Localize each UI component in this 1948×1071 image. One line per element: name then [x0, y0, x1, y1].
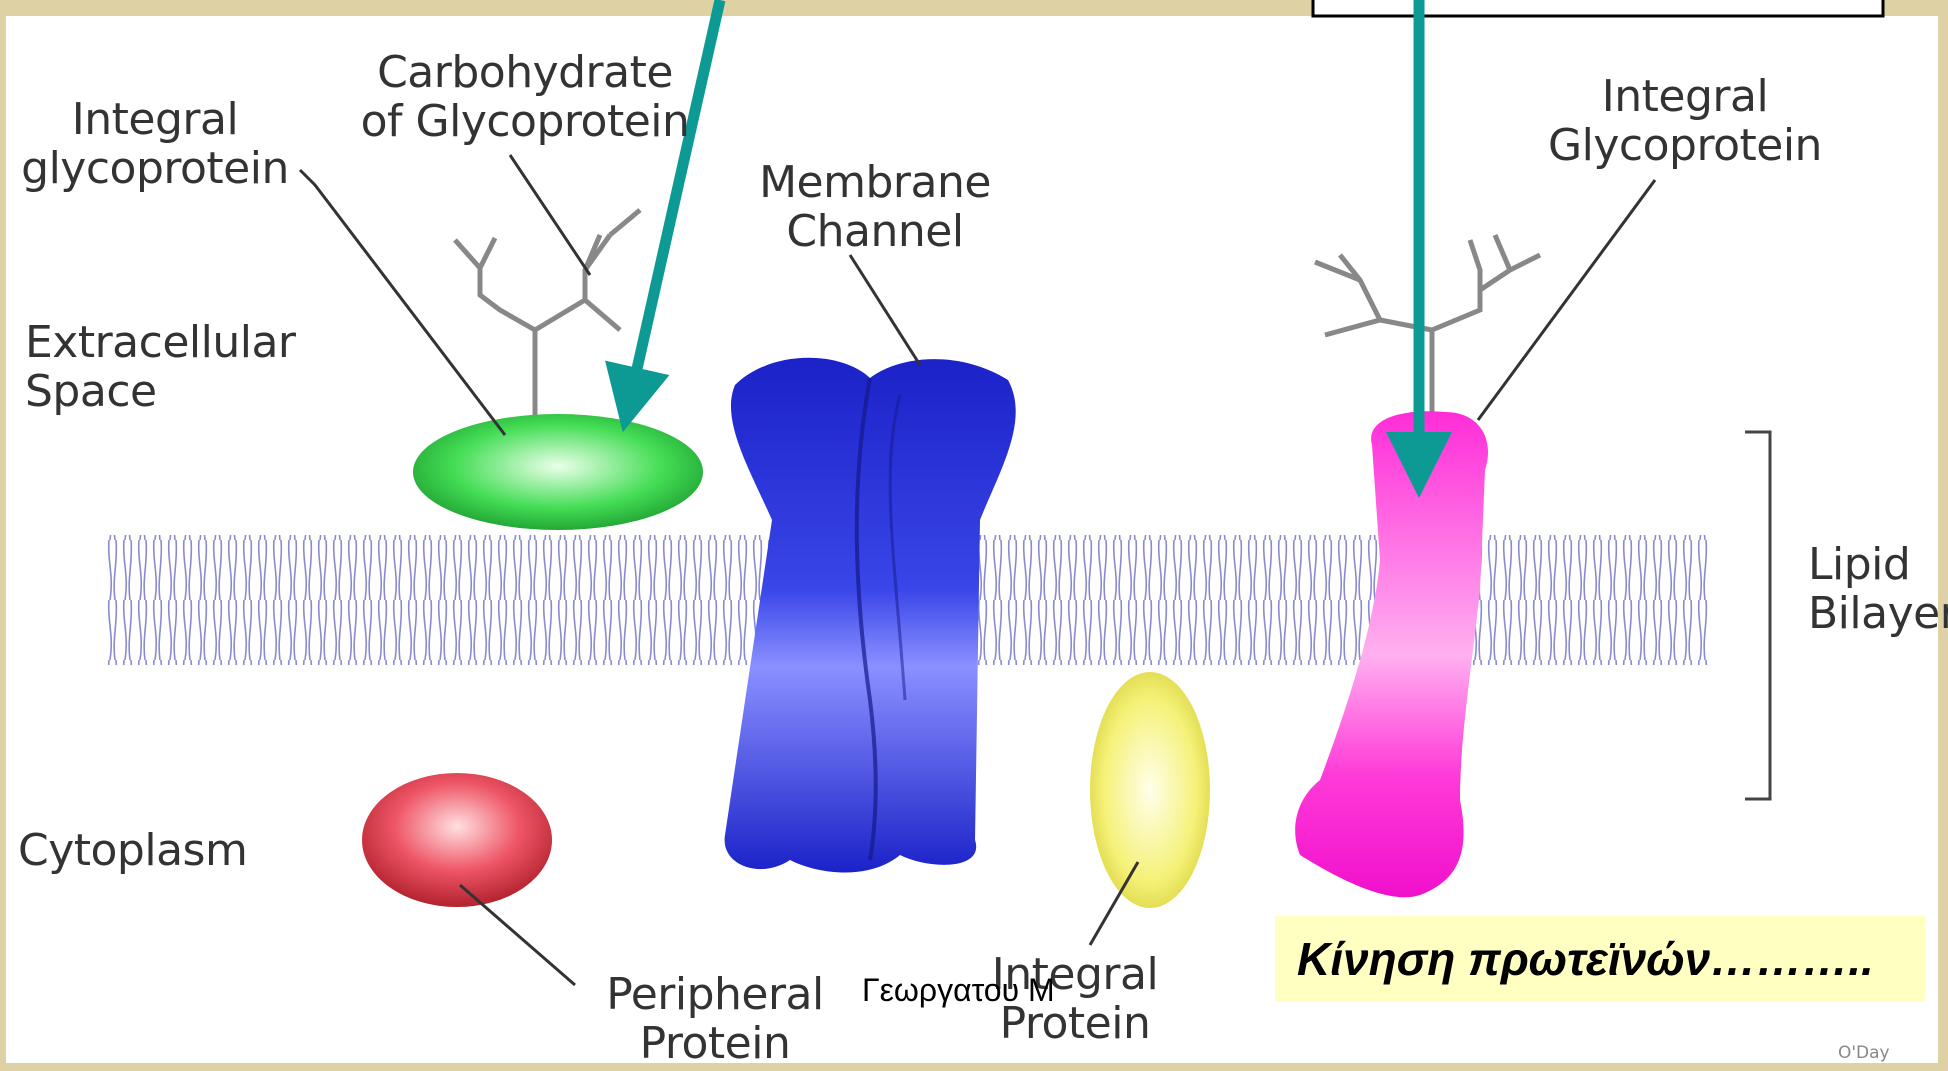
label-line: Protein	[585, 1019, 845, 1068]
label-line: of Glycoprotein	[350, 97, 700, 146]
carbohydrate-chain-left	[455, 210, 640, 418]
slide-right-border	[1938, 0, 1948, 1071]
slide-bottom-border	[0, 1063, 1948, 1071]
membrane-channel	[725, 358, 1016, 873]
label-integral-glycoprotein-right: Integral Glycoprotein	[1535, 72, 1835, 171]
label-extracellular-space: Extracellular Space	[25, 318, 296, 417]
label-line: Integral	[1535, 72, 1835, 121]
label-carbohydrate: Carbohydrate of Glycoprotein	[350, 48, 700, 147]
top-box-remnant	[1313, 0, 1883, 16]
caption-protein-movement: Κίνηση πρωτεϊνών………..	[1275, 916, 1925, 1002]
label-line: Lipid	[1808, 540, 1948, 589]
label-line: Integral	[10, 95, 300, 144]
label-lipid-bilayer: Lipid Bilayer	[1808, 540, 1948, 639]
integral-protein-yellow	[1090, 672, 1210, 908]
carbohydrate-chain-right	[1315, 235, 1540, 420]
label-cytoplasm: Cytoplasm	[18, 826, 247, 875]
label-line: glycoprotein	[10, 144, 300, 193]
lipid-bilayer-bracket	[1745, 432, 1770, 799]
label-line: Space	[25, 367, 296, 416]
label-line: Channel	[740, 207, 1010, 256]
image-credit: O'Day	[1838, 1043, 1890, 1063]
label-integral-glycoprotein-left: Integral glycoprotein	[10, 95, 300, 194]
label-line: Extracellular	[25, 318, 296, 367]
peripheral-protein-red	[362, 773, 552, 907]
label-line: Peripheral	[585, 970, 845, 1019]
label-line: Membrane	[740, 158, 1010, 207]
label-peripheral-protein: Peripheral Protein	[585, 970, 845, 1069]
label-line: Bilayer	[1808, 589, 1948, 638]
author-footer: Γεωργατου Μ	[862, 972, 1055, 1009]
label-line: Carbohydrate	[350, 48, 700, 97]
label-membrane-channel: Membrane Channel	[740, 158, 1010, 257]
integral-glycoprotein-green	[413, 414, 703, 530]
slide-left-border	[0, 0, 6, 1071]
label-line: Glycoprotein	[1535, 121, 1835, 170]
